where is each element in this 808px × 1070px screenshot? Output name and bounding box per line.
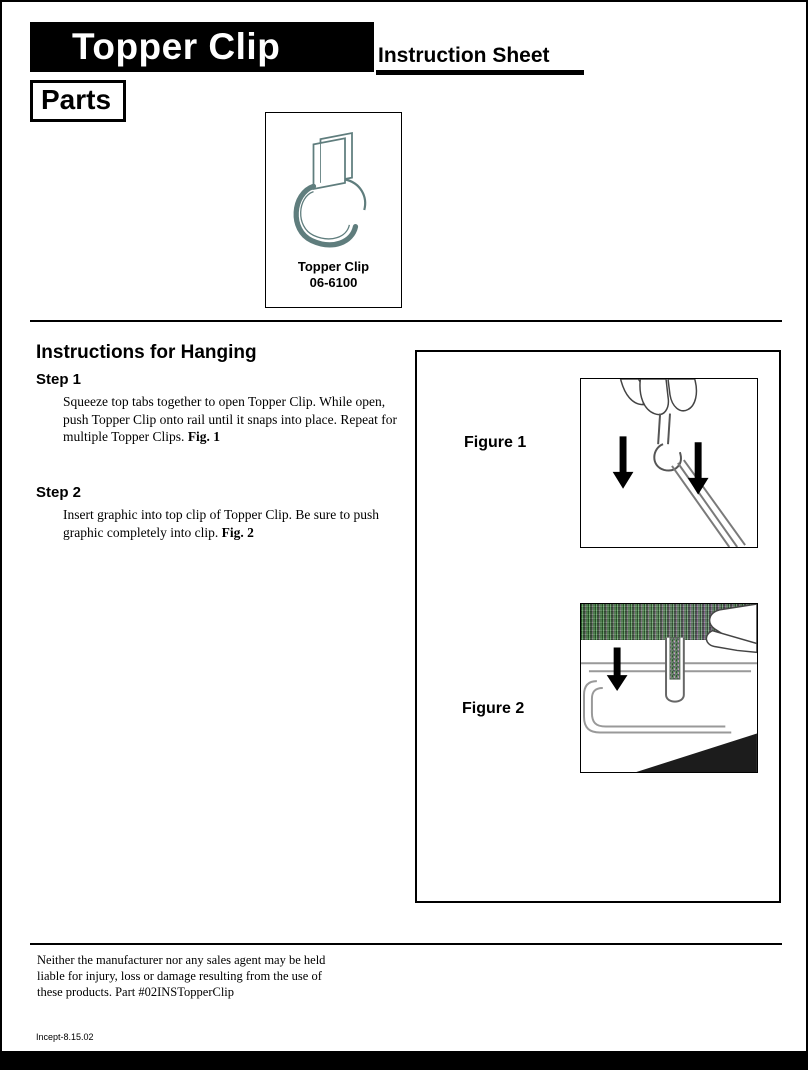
step-2: Step 2 Insert graphic into top clip of T… (36, 484, 432, 541)
disclaimer-line: liable for injury, loss or damage result… (37, 969, 322, 983)
subtitle-underline (376, 70, 584, 75)
parts-label-box: Parts (30, 80, 127, 122)
topper-clip-icon (293, 131, 367, 248)
parts-caption: Topper Clip 06-6100 (266, 259, 401, 291)
step-2-label: Step 2 (36, 484, 82, 501)
step-2-body: Insert graphic into top clip of Topper C… (63, 507, 380, 540)
disclaimer-line: these products. Part #02INSTopperClip (37, 985, 235, 999)
figure-1-box (580, 378, 758, 548)
figure-1-illustration (612, 379, 746, 547)
step-1-body: Squeeze top tabs together to open Topper… (63, 394, 397, 444)
parts-label: Parts (41, 84, 112, 115)
revision-code: Incept-8.15.02 (36, 1032, 94, 1042)
page-title: Topper Clip (72, 26, 281, 67)
step-2-figref: Fig. 2 (221, 524, 254, 540)
figure-2-box (580, 603, 758, 773)
step-1-text: Squeeze top tabs together to open Topper… (63, 393, 411, 446)
instructions-heading: Instructions for Hanging (36, 342, 257, 363)
figure-2-illustration (581, 604, 757, 772)
bottom-bar (2, 1051, 806, 1068)
title-banner: Topper Clip (30, 22, 374, 72)
bottom-divider (30, 943, 782, 945)
figure-1-label: Figure 1 (464, 434, 527, 451)
down-arrow-icon (606, 647, 628, 691)
parts-caption-number: 06-6100 (309, 275, 358, 290)
disclaimer: Neither the manufacturer nor any sales a… (37, 952, 325, 1000)
step-1-figref: Fig. 1 (187, 429, 221, 444)
figures-panel: Figure 1 (415, 350, 781, 903)
parts-illustration-box: Topper Clip 06-6100 (265, 112, 402, 308)
parts-caption-name: Topper Clip (297, 259, 370, 274)
shadow-wedge (636, 733, 757, 772)
step-1: Step 1 Squeeze top tabs together to open… (36, 371, 432, 446)
top-divider (30, 320, 782, 322)
sheet-subtitle: Instruction Sheet (378, 44, 550, 67)
step-1-label: Step 1 (36, 371, 82, 388)
down-arrow-icon (612, 436, 709, 495)
disclaimer-line: Neither the manufacturer nor any sales a… (37, 953, 326, 967)
step-2-text: Insert graphic into top clip of Topper C… (63, 506, 411, 541)
figure-2-label: Figure 2 (462, 700, 525, 717)
